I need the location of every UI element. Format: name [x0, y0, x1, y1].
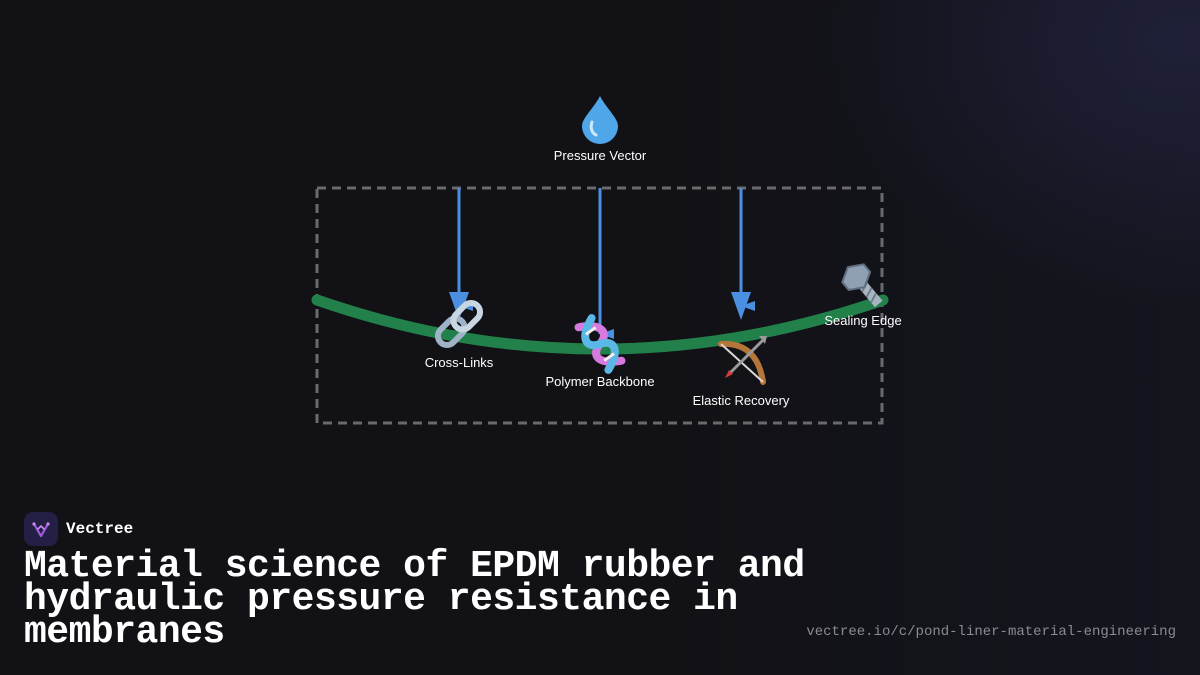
node-label-cross-links: Cross-Links [425, 355, 494, 370]
chain-link-icon [434, 299, 484, 349]
vectree-logo-icon [24, 512, 58, 546]
page-title: Material science of EPDM rubber and hydr… [24, 545, 805, 654]
brand: Vectree [24, 512, 133, 546]
pressure-vector-label: Pressure Vector [554, 148, 647, 163]
bow-and-arrow-icon [718, 336, 767, 385]
pressure-arrowhead [731, 292, 751, 320]
node-label-elastic-recovery: Elastic Recovery [693, 393, 790, 408]
pressure-arrowhead [449, 292, 469, 320]
dna-icon [574, 314, 626, 374]
node-label-sealing-edge: Sealing Edge [824, 313, 901, 328]
source-url[interactable]: vectree.io/c/pond-liner-material-enginee… [806, 624, 1176, 640]
membrane-pressure-diagram: Pressure Vector Cross-Links Polymer Back… [311, 96, 902, 425]
water-droplet-icon [582, 96, 618, 144]
brand-name: Vectree [66, 520, 134, 538]
node-label-polymer-backbone: Polymer Backbone [545, 374, 654, 389]
nut-and-bolt-icon [841, 263, 883, 308]
